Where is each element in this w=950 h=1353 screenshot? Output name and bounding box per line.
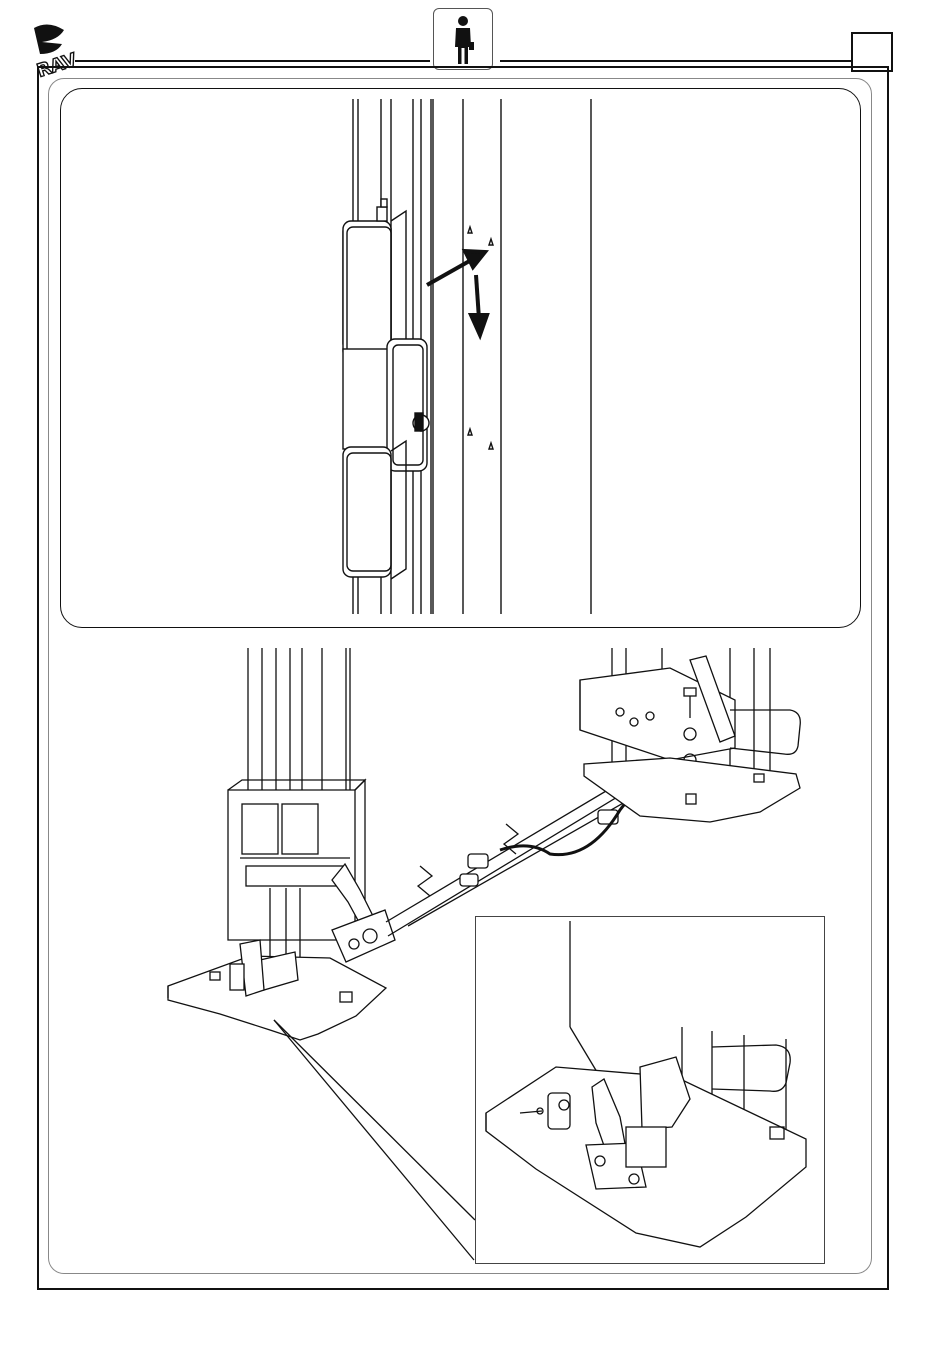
operator-icon-box (433, 8, 493, 70)
figure-top-drawing (61, 89, 861, 628)
figure-top-panel (60, 88, 861, 628)
header-rule-right (500, 60, 852, 62)
detail-inset-drawing (476, 917, 825, 1264)
detail-inset (475, 916, 825, 1264)
arrow-icon (427, 251, 487, 335)
header-rule-left (75, 60, 430, 62)
person-icon (434, 9, 492, 69)
